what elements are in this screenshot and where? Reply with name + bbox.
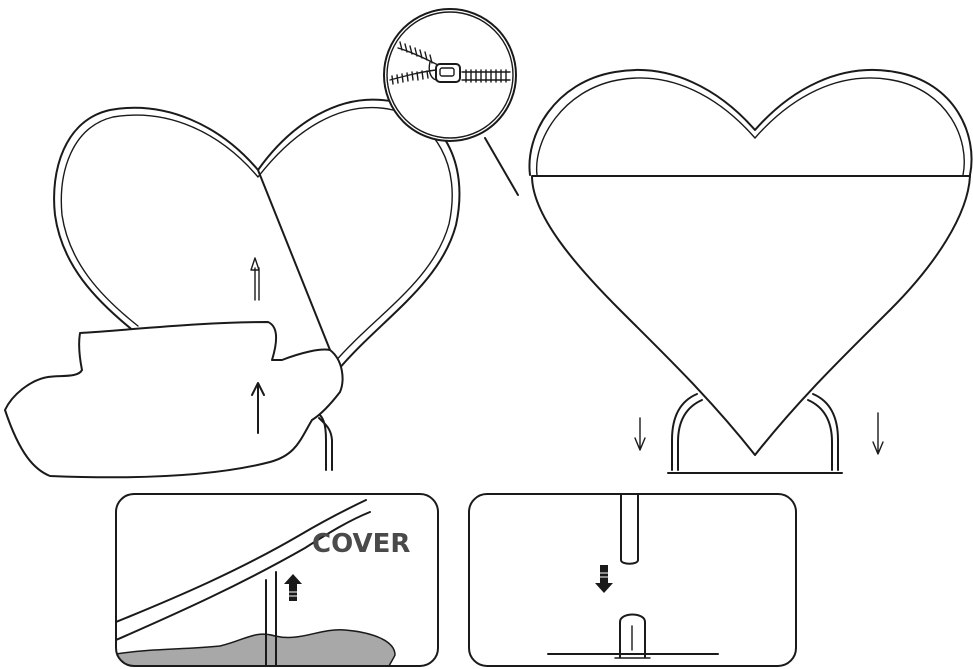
detail-panel-cover: COVER <box>115 493 439 667</box>
cover-fabric <box>4 321 344 479</box>
arrow-down-icon <box>595 565 613 593</box>
arrow-down-icon <box>872 412 884 455</box>
arrow-up-icon <box>251 382 265 434</box>
zipper-icon <box>389 41 511 85</box>
right-heart-covered <box>528 68 973 474</box>
detail-panel-tube-insert <box>468 493 797 667</box>
cover-label: COVER <box>312 529 410 559</box>
zipper-magnifier <box>383 8 519 196</box>
arrow-up-icon <box>250 257 260 301</box>
left-heart-frame <box>53 98 461 371</box>
arrow-up-icon <box>284 574 302 601</box>
cover-text: COVER <box>312 529 410 559</box>
arrow-down-icon <box>634 417 646 451</box>
